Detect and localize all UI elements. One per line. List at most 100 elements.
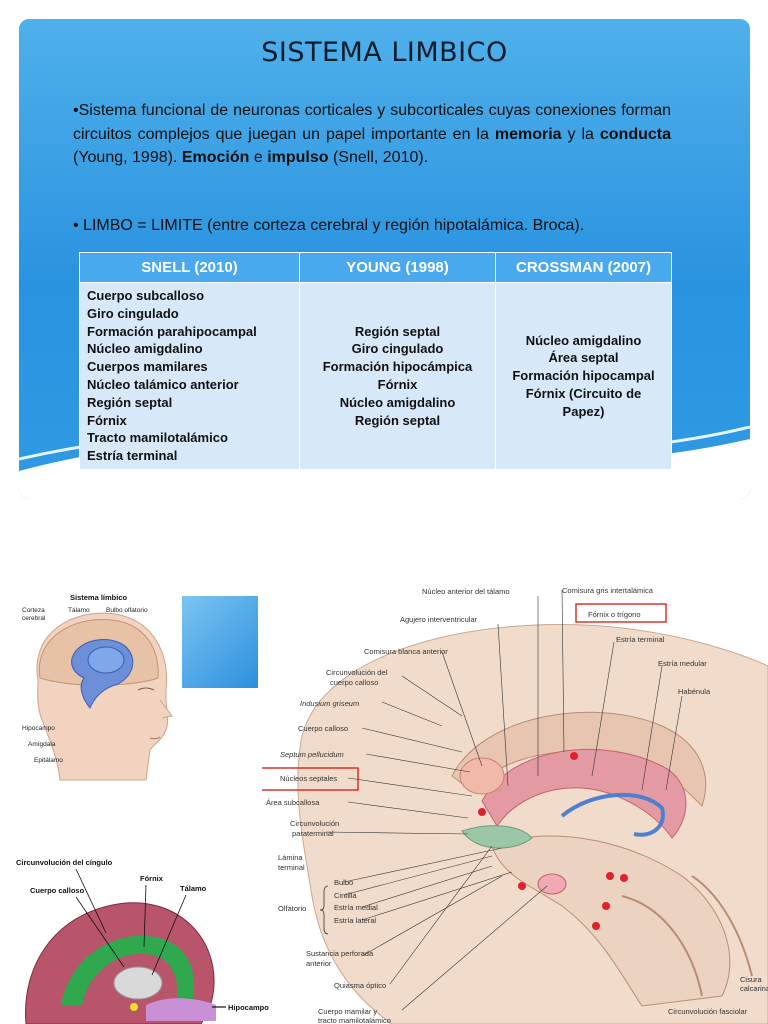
head-limbic-illustration: Sistema límbico Corteza cerebral Tálamo … [22, 593, 173, 781]
list-item: Región septal [354, 412, 441, 428]
label-olfatorio: Olfatorio [278, 904, 306, 913]
label-cisura-calcarina: Cisura [740, 975, 763, 984]
label-talamo: Tálamo [68, 607, 90, 614]
list-item: Giro cingulado [87, 305, 179, 321]
label-fornix-brain: Fórnix [140, 874, 164, 883]
label-cisura-calcarina-2: calcarina [740, 984, 768, 993]
bullet-limbo: • LIMBO = LIMITE (entre corteza cerebral… [73, 217, 585, 234]
marker-dot [602, 902, 610, 910]
list-item: Núcleo talámico anterior [87, 377, 239, 392]
leader-line [75, 896, 125, 968]
list-item: Fórnix [377, 377, 418, 392]
decorative-blue-block [182, 596, 258, 688]
olfatorio-brace [319, 885, 329, 935]
label-circunvolucion-fasciolar: Circunvolución fasciolar [668, 1007, 748, 1016]
bullet-marker: • [73, 102, 79, 119]
table-header-row: SNELL (2010) YOUNG (1998) CROSSMAN (2007… [79, 252, 672, 283]
cell-snell: Cuerpo subcalloso Giro cingulado Formaci… [79, 282, 300, 470]
list-item: Fórnix (Circuito de [525, 385, 642, 401]
list-item: Núcleo amigdalino [525, 332, 642, 348]
label-talamo-brain: Tálamo [180, 884, 207, 893]
optic-structure [461, 825, 533, 849]
list-item: Región septal [354, 323, 441, 339]
label-nucleos-septales: Núcleos septales [280, 774, 337, 783]
list-item: Cuerpos mamilares [87, 359, 208, 375]
marker-dot [518, 882, 526, 890]
label-septum-pellucidum: Septum pellucidum [280, 750, 344, 759]
leader-lines [325, 589, 683, 1011]
label-circunvolucion-cingulo: Circunvolución del cíngulo [16, 858, 113, 867]
mammillary-dot [130, 1003, 138, 1011]
bold-conducta: conducta [599, 125, 671, 143]
list-item: Área septal [548, 350, 619, 366]
label-habenula: Habénula [678, 687, 711, 696]
bold-impulso: impulso [267, 149, 329, 166]
leader-line [151, 894, 187, 976]
nose-shape [159, 699, 173, 719]
label-circunvolucion-paraterminal: Circunvolución [290, 819, 339, 828]
label-bulbo: Bulbo [334, 878, 353, 887]
bold-memoria: memoria [494, 125, 562, 143]
brain-limbic-illustration: Circunvolución del cíngulo Fórnix Cuerpo… [16, 858, 269, 1024]
label-indusium-griseum: Indusium griseum [300, 699, 359, 708]
list-item: Núcleo amigdalino [339, 394, 456, 410]
label-tracto-mamilotalamico: tracto mamilotalámico [318, 1016, 391, 1024]
label-estria-terminal: Estría terminal [616, 635, 665, 644]
list-item: Estría terminal [87, 448, 178, 464]
slide: SISTEMA LIMBICO •Sistema funcional de ne… [19, 19, 750, 499]
marker-dot [606, 872, 614, 880]
list-item: Núcleo amigdalino [87, 341, 203, 357]
bullet-text: y la [561, 125, 600, 143]
label-cuerpo-mamilar: Cuerpo mamilar y [318, 1007, 377, 1016]
bullet-text: (Snell, 2010). [328, 149, 429, 166]
cell-crossman: Núcleo amigdalino Área septal Formación … [495, 282, 672, 470]
bullet-text: (Young, 1998). [73, 149, 182, 166]
label-lamina-terminal-2: terminal [278, 863, 305, 872]
header-snell: SNELL (2010) [79, 252, 300, 283]
marker-dot [620, 874, 628, 882]
list-item: Formación parahipocampal [87, 323, 257, 339]
medial-section-illustration: Núcleo anterior del tálamo Comisura gris… [262, 586, 768, 1024]
leader-line [143, 884, 147, 948]
mouth-shape [149, 736, 161, 740]
list-item: Fórnix [87, 412, 127, 428]
label-comisura-blanca-anterior: Comisura blanca anterior [364, 647, 448, 656]
label-estria-medular: Estría medular [658, 659, 707, 668]
label-nucleo-anterior-talamo: Núcleo anterior del tálamo [422, 587, 510, 596]
label-circunvolucion-cuerpo-calloso-2: cuerpo calloso [330, 678, 378, 687]
bullet-definition: •Sistema funcional de neuronas corticale… [73, 99, 671, 170]
stria-blue [560, 792, 665, 837]
label-quiasma-optico: Quiasma óptico [334, 981, 386, 990]
authors-table: SNELL (2010) YOUNG (1998) CROSSMAN (2007… [79, 252, 672, 470]
label-lamina-terminal: Lámina [278, 853, 303, 862]
label-cintilla: Cintilla [334, 891, 357, 900]
slide-title: SISTEMA LIMBICO [261, 37, 508, 68]
cingulate-gyrus [61, 935, 195, 1005]
septal-region [459, 757, 505, 795]
label-sustancia-perforada: Sustancia perforada [306, 949, 374, 958]
head-title: Sistema límbico [70, 593, 128, 602]
thalamus-shape [87, 646, 125, 674]
list-item: Tracto mamilotalámico [87, 430, 228, 446]
label-amigdala: Amígdala [28, 741, 56, 748]
header-crossman: CROSSMAN (2007) [495, 252, 672, 283]
cell-young: Región septal Giro cingulado Formación h… [299, 282, 496, 470]
label-hipocampo: Hipocampo [22, 725, 55, 732]
label-bulbo-olfatorio: Bulbo olfatorio [106, 607, 148, 614]
label-estria-medial: Estría medial [334, 903, 378, 912]
thalamus-brain [113, 966, 163, 1000]
bullet-text: Sistema funcional de neuronas corticales… [73, 102, 671, 143]
label-cuerpo-calloso: Cuerpo calloso [298, 724, 348, 733]
header-young: YOUNG (1998) [299, 252, 496, 283]
list-item: Giro cingulado [351, 341, 444, 357]
marker-dot [592, 922, 600, 930]
bullet-text: e [249, 149, 268, 166]
gyrus-fold [621, 895, 703, 997]
label-fornix-trigono: Fórnix o trígono [588, 610, 641, 619]
list-item: Papez) [562, 403, 605, 419]
highlight-box-nucleos-septales [262, 767, 359, 791]
leader-line [75, 868, 107, 934]
label-cuerpo-calloso-brain: Cuerpo calloso [30, 886, 85, 895]
highlight-box-fornix [575, 603, 667, 623]
mammillary-body [537, 873, 567, 895]
